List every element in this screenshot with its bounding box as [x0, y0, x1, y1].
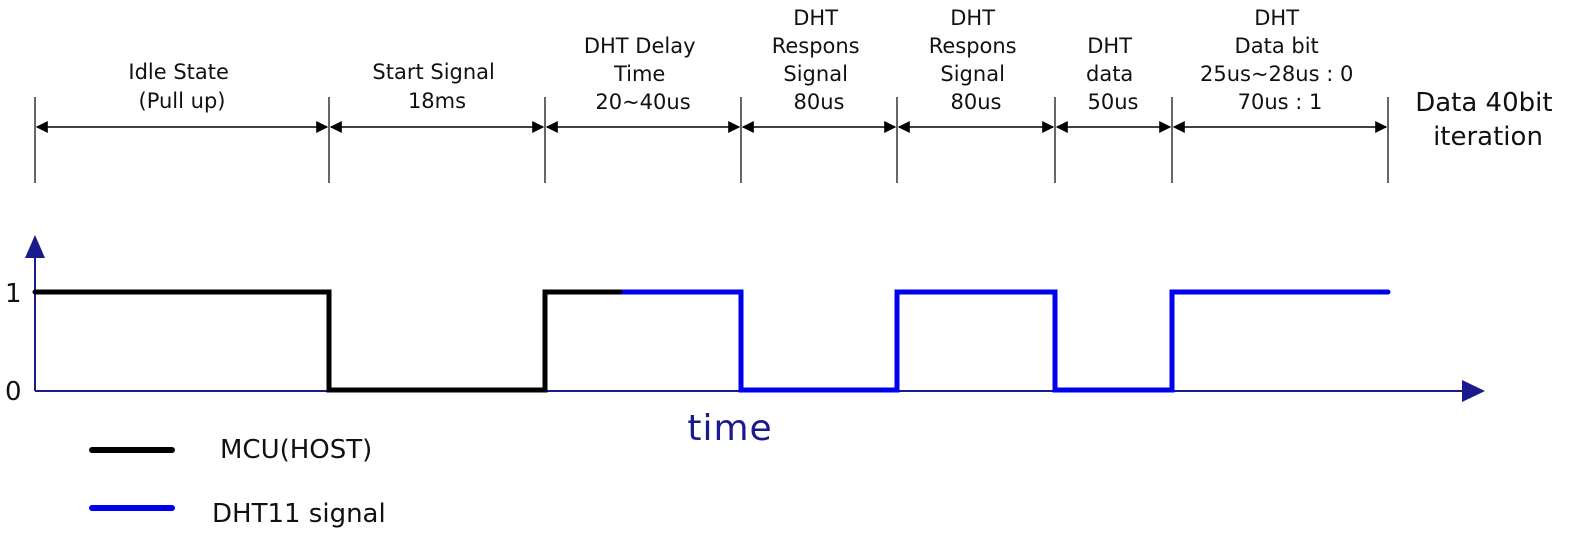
- segment-label-response-low: DHT Respons Signal 80us: [772, 6, 867, 114]
- label-line: Signal: [783, 62, 848, 86]
- label-line: Signal: [940, 62, 1005, 86]
- legend: MCU(HOST) DHT11 signal: [89, 435, 386, 529]
- label-line: 80us: [794, 90, 845, 114]
- label-line: DHT: [1254, 6, 1299, 30]
- label-line: (Pull up): [139, 89, 226, 113]
- label-line: 18ms: [408, 89, 466, 113]
- y-tick-label-0: 0: [5, 377, 22, 407]
- segment-label-idle: Idle State (Pull up): [128, 60, 235, 113]
- segment-label-start-signal: Start Signal 18ms: [372, 60, 501, 113]
- segment-label-response-high: DHT Respons Signal 80us: [929, 6, 1024, 114]
- legend-label-dht11: DHT11 signal: [212, 499, 386, 529]
- waveforms: [32, 289, 1391, 393]
- side-note-line: iteration: [1433, 122, 1543, 152]
- label-line: data: [1086, 62, 1133, 86]
- label-line: DHT: [1087, 34, 1132, 58]
- mcu-signal-trace: [32, 289, 623, 393]
- label-line: DHT: [950, 6, 995, 30]
- segment-label-data-low: DHT data 50us: [1086, 34, 1140, 114]
- label-line: 80us: [951, 90, 1002, 114]
- y-axis-arrow-icon: [25, 235, 45, 258]
- side-note-line: Data 40bit: [1415, 88, 1552, 118]
- label-line: Idle State: [128, 60, 229, 84]
- segment-boundaries: [34, 97, 1389, 183]
- label-line: 70us : 1: [1238, 90, 1323, 114]
- legend-label-mcu: MCU(HOST): [220, 435, 372, 465]
- label-line: 20~40us: [595, 90, 690, 114]
- x-axis-arrow-icon: [1462, 380, 1485, 402]
- label-line: Respons: [929, 34, 1017, 58]
- segment-label-delay-time: DHT Delay Time 20~40us: [584, 34, 702, 114]
- segment-labels: Idle State (Pull up) Start Signal 18ms D…: [128, 6, 1360, 114]
- dht11-signal-trace: [617, 289, 1391, 393]
- axes: 1 0 time: [5, 235, 1485, 449]
- label-line: Respons: [772, 34, 860, 58]
- label-line: DHT: [793, 6, 838, 30]
- label-line: 25us~28us : 0: [1200, 62, 1353, 86]
- label-line: 50us: [1088, 90, 1139, 114]
- label-line: Start Signal: [372, 60, 494, 84]
- x-axis-title: time: [687, 408, 772, 449]
- segment-label-data-bit: DHT Data bit 25us~28us : 0 70us : 1: [1200, 6, 1360, 114]
- label-line: DHT Delay: [584, 34, 696, 58]
- label-line: Time: [613, 62, 665, 86]
- side-note: Data 40bit iteration: [1415, 88, 1561, 152]
- label-line: Data bit: [1235, 34, 1319, 58]
- y-tick-label-1: 1: [5, 279, 22, 309]
